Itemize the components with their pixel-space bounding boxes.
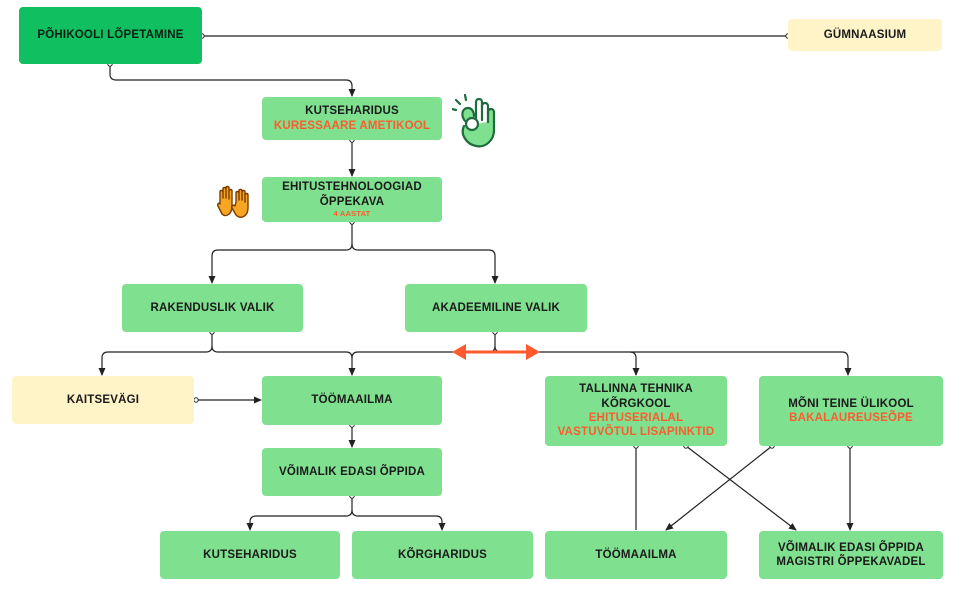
- korgharidus-node: KÕRGHARIDUS: [352, 531, 533, 579]
- ok-hand-icon: [452, 93, 496, 148]
- gymnaasium-node: GÜMNAASIUM: [788, 19, 942, 51]
- voimalik-left-label: VÕIMALIK EDASI ÕPPIDA: [278, 465, 426, 478]
- rakenduslik-node: RAKENDUSLIK VALIK: [122, 284, 303, 332]
- voimalik-right-line2: MAGISTRI ÕPPEKAVADEL: [776, 556, 926, 568]
- voimalik-right-line1: VÕIMALIK EDASI ÕPPIDA: [777, 541, 925, 554]
- moni-highlight: BAKALAUREUSEÕPE: [789, 412, 913, 424]
- toomaailma-right-label: TÖÖMAAILMA: [595, 548, 677, 561]
- kutseharidus-bottom-node: KUTSEHARIDUS: [160, 531, 340, 579]
- line-pohikool-kutseharidus: [107, 61, 356, 97]
- ehitus-line2: ÕPPEKAVA: [319, 195, 385, 208]
- ttk-node: TALLINNA TEHNIKA KÕRGKOOL EHITUSERIALAL …: [545, 376, 727, 446]
- double-arrow-orange: [452, 344, 540, 360]
- ehitus-years: 4 AASTAT: [333, 209, 371, 219]
- voimalik-left-node: VÕIMALIK EDASI ÕPPIDA: [262, 448, 442, 496]
- moni-label: MÕNI TEINE ÜLIKOOL: [788, 397, 914, 410]
- kuressaare-label: KURESSAARE AMETIKOOL: [273, 119, 431, 132]
- toomaailma-left-label: TÖÖMAAILMA: [311, 394, 393, 407]
- pohikool-label: PÕHIKOOLI LÕPETAMINE: [37, 29, 184, 42]
- high-five-icon: [217, 185, 249, 218]
- ttk-highlight1: EHITUSERIALAL: [588, 412, 684, 424]
- akadeemiline-node: AKADEEMILINE VALIK: [405, 284, 587, 332]
- kutseharidus-top-node: KUTSEHARIDUS KURESSAARE AMETIKOOL: [262, 97, 442, 140]
- line-ttk-voimalik: [683, 443, 797, 531]
- ttk-line1: TALLINNA TEHNIKA: [579, 383, 693, 396]
- ttk-line2: KÕRGKOOL: [601, 397, 671, 410]
- kaitsevagi-node: KAITSEVÄGI: [12, 376, 194, 424]
- toomaailma-right-node: TÖÖMAAILMA: [545, 531, 727, 579]
- kaitsevagi-label: KAITSEVÄGI: [66, 393, 140, 406]
- kutseharidus-top-label: KUTSEHARIDUS: [305, 105, 399, 118]
- ehitus-line1: EHITUSTEHNOLOOGIAD: [282, 181, 422, 194]
- korgharidus-label: KÕRGHARIDUS: [397, 548, 488, 561]
- moni-node: MÕNI TEINE ÜLIKOOL BAKALAUREUSEÕPE: [759, 376, 943, 446]
- rakenduslik-label: RAKENDUSLIK VALIK: [150, 301, 275, 314]
- line-moni-toomaailma: [665, 443, 775, 531]
- ttk-highlight2: VASTUVÕTUL LISAPINKTID: [557, 426, 715, 439]
- akadeemiline-label: AKADEEMILINE VALIK: [432, 301, 560, 314]
- gymnaasium-label: GÜMNAASIUM: [823, 28, 907, 41]
- voimalik-right-node: VÕIMALIK EDASI ÕPPIDA MAGISTRI ÕPPEKAVAD…: [759, 531, 943, 579]
- kutseharidus-bottom-label: KUTSEHARIDUS: [203, 548, 297, 561]
- pohikool-node: PÕHIKOOLI LÕPETAMINE: [19, 7, 202, 64]
- toomaailma-left-node: TÖÖMAAILMA: [262, 376, 442, 425]
- ehitus-node: EHITUSTEHNOLOOGIAD ÕPPEKAVA 4 AASTAT: [262, 177, 442, 222]
